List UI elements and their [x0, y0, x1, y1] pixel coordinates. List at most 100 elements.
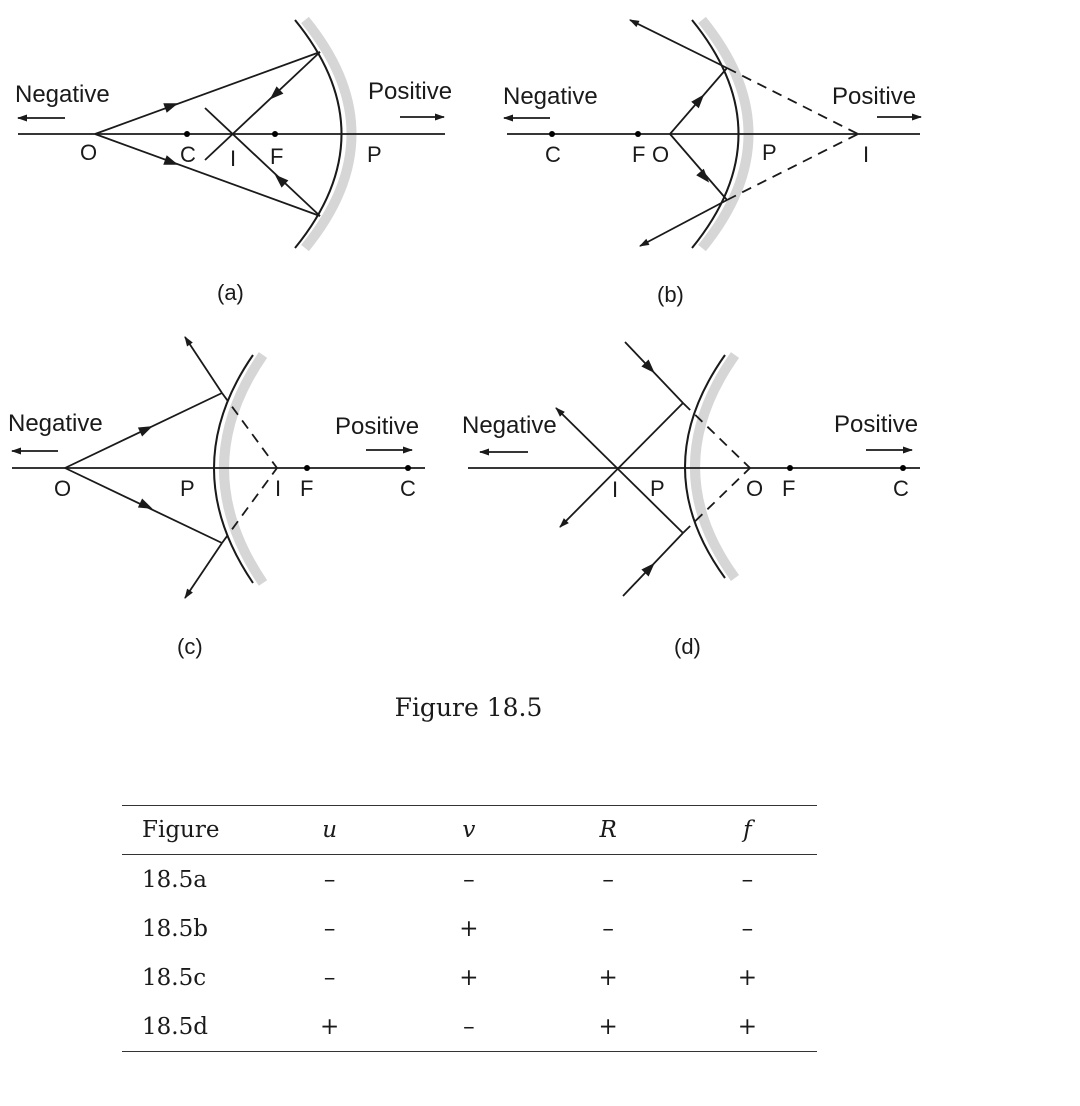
- cell-r: –: [602, 915, 614, 942]
- table-row: 18.5d + – + +: [122, 1002, 817, 1052]
- negative-label-c: Negative: [8, 410, 103, 437]
- arrow-b2: [696, 168, 710, 183]
- arrow-d2: [641, 562, 655, 577]
- ray-c3: [184, 336, 223, 394]
- cell-f: –: [741, 915, 754, 942]
- mirror-d-backing: [690, 352, 740, 581]
- label-p-b: P: [762, 140, 777, 165]
- positive-label-b: Positive: [832, 83, 916, 110]
- arrow-b1: [691, 94, 705, 109]
- diagram-a: Negative Positive O C I F P (a): [15, 16, 452, 305]
- ray-d6-virtual: [682, 467, 751, 534]
- ray-b4: [639, 199, 728, 247]
- negative-label-b: Negative: [503, 83, 598, 110]
- cell-figure: 18.5b: [142, 915, 208, 942]
- point-f-b: [635, 131, 641, 137]
- point-f-a: [272, 131, 278, 137]
- arrow-a4: [274, 174, 289, 188]
- label-f-c: F: [300, 476, 313, 501]
- point-c-a: [184, 131, 190, 137]
- arrow-a3: [269, 86, 284, 100]
- point-c-b: [549, 131, 555, 137]
- cell-f: –: [741, 866, 754, 893]
- cell-r: –: [602, 866, 614, 893]
- ray-d5-virtual: [682, 402, 751, 469]
- ray-a3: [204, 51, 321, 161]
- diagram-c: Negative Positive O P I F C (c): [8, 336, 425, 659]
- label-i-d: I: [612, 477, 618, 502]
- caption-d: (d): [674, 634, 701, 659]
- ray-diagrams: Negative Positive O C I F P (a) Negative…: [8, 16, 922, 659]
- arrow-a2: [163, 155, 179, 165]
- mirror-c-backing: [219, 352, 268, 586]
- cell-u: –: [323, 866, 336, 893]
- arrow-c1: [137, 426, 153, 437]
- ray-a2: [94, 133, 321, 217]
- header-v: v: [399, 805, 539, 855]
- label-o-c: O: [54, 476, 71, 501]
- diagram-b: Negative Positive C F O P I (b): [503, 16, 922, 307]
- positive-label-a: Positive: [368, 78, 452, 105]
- cell-figure: 18.5c: [142, 964, 207, 991]
- cell-u: –: [323, 964, 336, 991]
- cell-r: +: [598, 964, 618, 991]
- label-p-a: P: [367, 142, 382, 167]
- label-p-d: P: [650, 476, 665, 501]
- label-p-c: P: [180, 476, 195, 501]
- label-c-a: C: [180, 142, 196, 167]
- arrow-c2: [137, 498, 153, 509]
- arrow-d1: [641, 359, 655, 374]
- cell-v: +: [459, 964, 479, 991]
- point-f-c: [304, 465, 310, 471]
- ray-a1: [94, 51, 321, 135]
- ray-b2: [669, 133, 728, 201]
- positive-label-c: Positive: [335, 413, 419, 440]
- cell-figure: 18.5d: [122, 1002, 260, 1052]
- ray-c6-virtual: [221, 467, 278, 544]
- cell-v: +: [459, 915, 479, 942]
- cell-u: +: [260, 1002, 400, 1052]
- ray-b5-virtual: [726, 67, 859, 135]
- header-r: R: [538, 805, 678, 855]
- caption-a: (a): [217, 280, 244, 305]
- cell-figure: 18.5a: [142, 866, 207, 893]
- positive-label-d: Positive: [834, 411, 918, 438]
- label-c-b: C: [545, 142, 561, 167]
- label-i-b: I: [863, 142, 869, 167]
- table-row: 18.5a – – – –: [122, 855, 817, 905]
- ray-d3: [559, 402, 684, 528]
- cell-r: +: [538, 1002, 678, 1052]
- arrow-a1: [163, 103, 179, 113]
- ray-d4: [555, 407, 684, 534]
- cell-v: –: [463, 866, 475, 893]
- point-c-d: [900, 465, 906, 471]
- cell-f: +: [677, 1002, 817, 1052]
- label-o-b: O: [652, 142, 669, 167]
- header-u: u: [260, 805, 400, 855]
- ray-c5-virtual: [221, 392, 278, 469]
- label-f-a: F: [270, 144, 283, 169]
- cell-v: –: [399, 1002, 539, 1052]
- negative-label-d: Negative: [462, 412, 557, 439]
- label-o-d: O: [746, 476, 763, 501]
- diagram-d: Negative Positive I P O F C (d): [462, 341, 920, 659]
- negative-label-a: Negative: [15, 81, 110, 108]
- label-f-d: F: [782, 476, 795, 501]
- label-o-a: O: [80, 140, 97, 165]
- table-row: 18.5b – + – –: [122, 904, 817, 953]
- figure-title: Figure 18.5: [394, 693, 543, 722]
- table-row: 18.5c – + + +: [122, 953, 817, 1002]
- caption-b: (b): [657, 282, 684, 307]
- cell-u: –: [323, 915, 336, 942]
- label-f-b: F: [632, 142, 645, 167]
- cell-f: +: [737, 964, 758, 991]
- ray-b3: [629, 19, 728, 69]
- label-i-c: I: [275, 476, 281, 501]
- point-c-c: [405, 465, 411, 471]
- header-f: f: [677, 805, 817, 855]
- label-c-d: C: [893, 476, 909, 501]
- ray-a4: [204, 107, 321, 217]
- ray-c4: [184, 542, 223, 599]
- caption-c: (c): [177, 634, 203, 659]
- label-c-c: C: [400, 476, 416, 501]
